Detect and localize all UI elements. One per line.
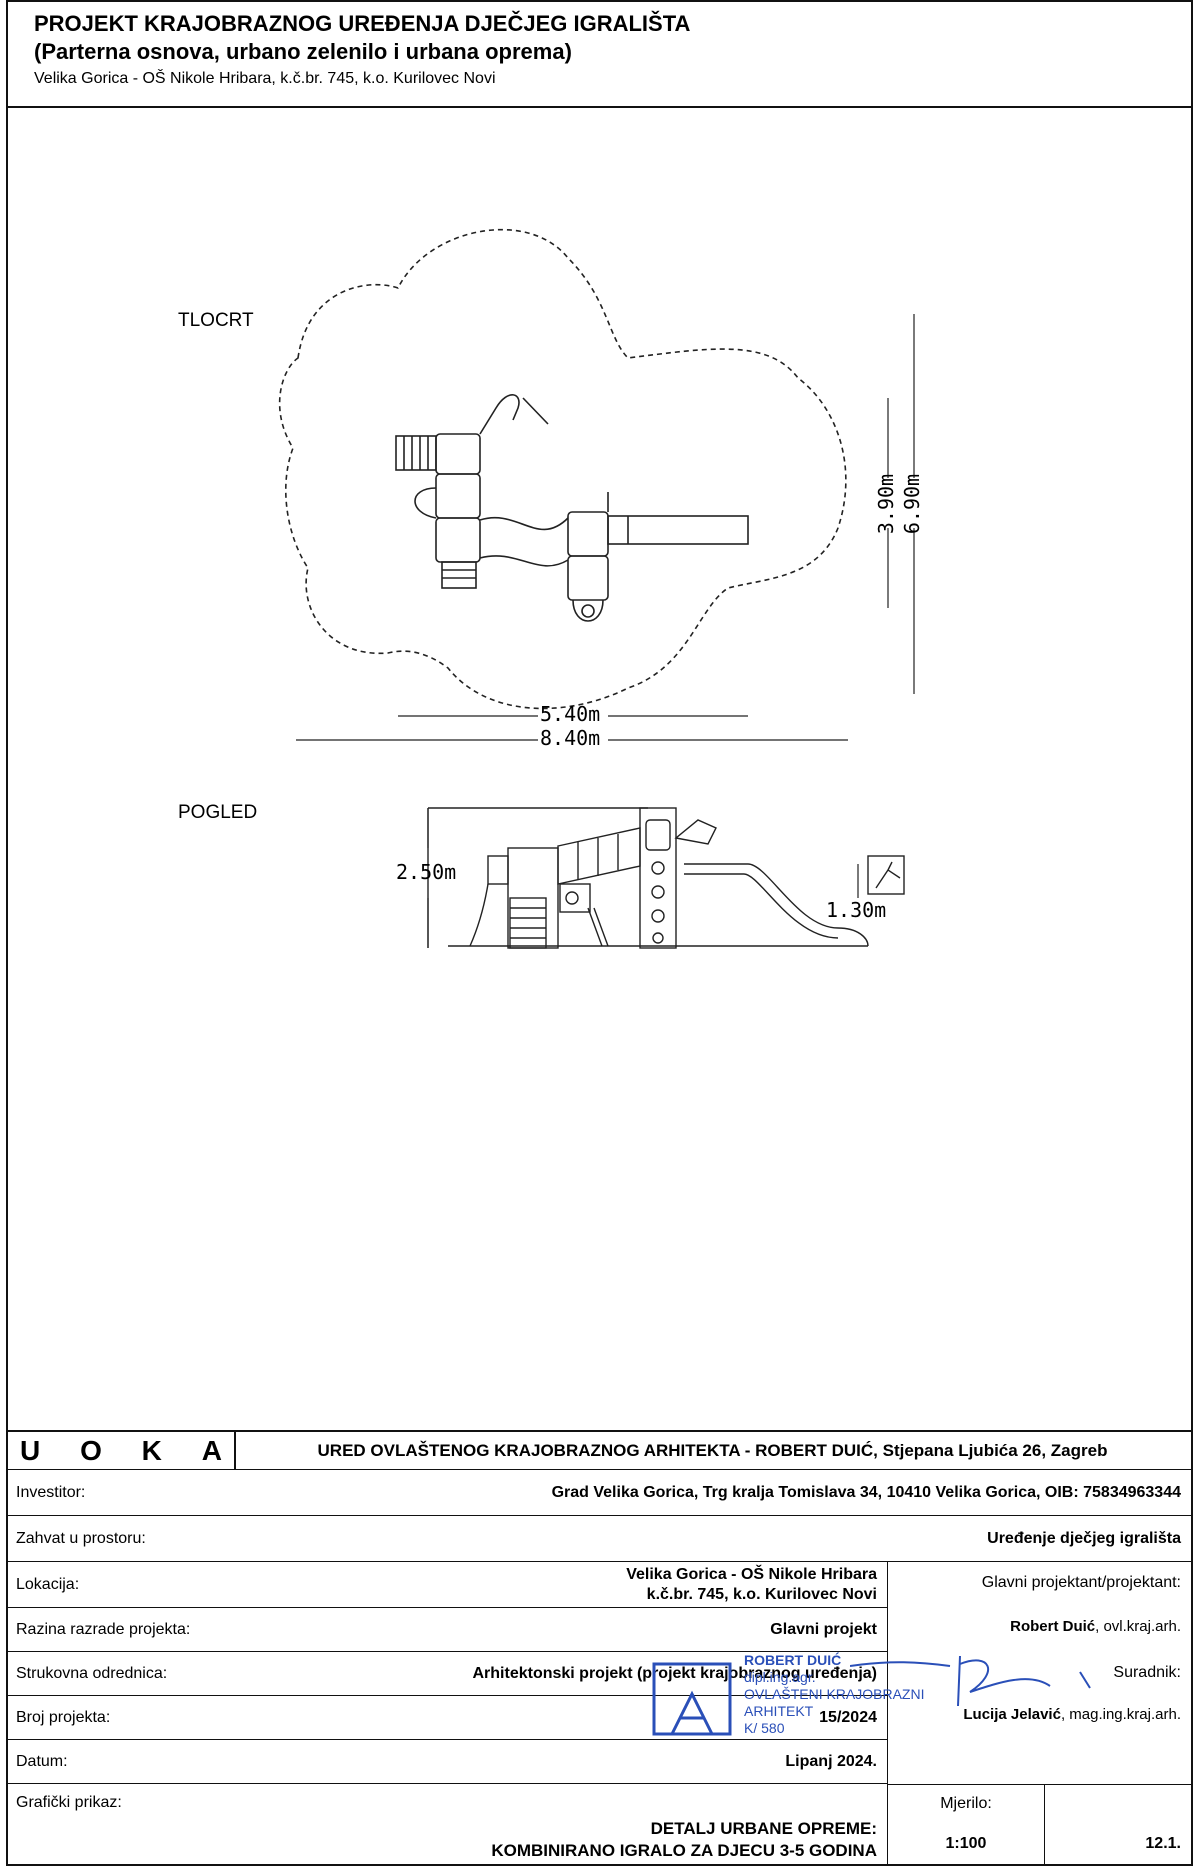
suradnik-name: Lucija Jelavić: [963, 1706, 1061, 1723]
project-subtitle: (Parterna osnova, urbano zelenilo i urba…: [34, 39, 572, 64]
logo-letter-u: U: [20, 1434, 41, 1466]
graficki-value: DETALJ URBANE OPREME: KOMBINIRANO IGRALO…: [491, 1818, 877, 1862]
graficki-value-line2: KOMBINIRANO IGRALO ZA DJECU 3-5 GODINA: [491, 1841, 877, 1860]
view-label: POGLED: [178, 802, 258, 823]
suradnik-line: Lucija Jelavić, mag.ing.kraj.arh.: [963, 1706, 1181, 1723]
suradnik-title: , mag.ing.kraj.arh.: [1060, 1706, 1181, 1723]
tb-lokacija-row: Lokacija: Velika Gorica - OŠ Nikole Hrib…: [8, 1562, 887, 1608]
stamp-logo-icon: [652, 1662, 732, 1736]
investitor-value: Grad Velika Gorica, Trg kralja Tomislava…: [551, 1483, 1181, 1501]
plan-dimension-lines: [296, 314, 915, 741]
projektant-name: Robert Duić: [1010, 1618, 1096, 1635]
dim-plan-outer-depth: 6.90m: [900, 473, 925, 535]
dim-plan-inner-width: 5.40m: [540, 702, 601, 726]
tb-datum-row: Datum: Lipanj 2024.: [8, 1740, 887, 1784]
lokacija-label: Lokacija:: [16, 1575, 80, 1593]
tb-scale-divider: [1044, 1785, 1045, 1864]
projektant-title: , ovl.kraj.arh.: [1095, 1618, 1181, 1635]
plan-label: TLOCRT: [178, 310, 254, 331]
graficki-value-line1: DETALJ URBANE OPREME:: [650, 1819, 877, 1838]
stamp-line-2: dipl.ing.agr.: [744, 1669, 816, 1685]
datum-label: Datum:: [16, 1752, 68, 1770]
logo-letter-o: O: [80, 1434, 102, 1466]
razina-value: Glavni projekt: [770, 1620, 877, 1638]
plan-equipment: [395, 394, 749, 622]
project-title: PROJEKT KRAJOBRAZNOG UREĐENJA DJEČJEG IG…: [34, 11, 691, 36]
mjerilo-value: 1:100: [945, 1835, 987, 1852]
broj-value: 15/2024: [819, 1708, 877, 1726]
tb-broj-row: Broj projekta: 15/2024: [8, 1696, 887, 1740]
stamp-line-3: OVLAŠTENI KRAJOBRAZNI: [744, 1686, 925, 1702]
strukovna-label: Strukovna odrednica:: [16, 1664, 168, 1682]
architect-stamp: ROBERT DUIĆ dipl.ing.agr. OVLAŠTENI KRAJ…: [650, 1652, 1091, 1772]
safety-zone-outline: [278, 228, 847, 710]
tb-left-column: Lokacija: Velika Gorica - OŠ Nikole Hrib…: [8, 1562, 888, 1866]
projektant-line: Robert Duić, ovl.kraj.arh.: [1010, 1618, 1181, 1635]
tb-office-row: U O K A URED OVLAŠTENOG KRAJOBRAZNOG ARH…: [8, 1432, 1191, 1470]
sheet-header: PROJEKT KRAJOBRAZNOG UREĐENJA DJEČJEG IG…: [8, 2, 1191, 108]
logo-letter-a: A: [201, 1434, 222, 1466]
drawing-sheet: PROJEKT KRAJOBRAZNOG UREĐENJA DJEČJEG IG…: [6, 0, 1193, 1866]
project-location: Velika Gorica - OŠ Nikole Hribara, k.č.b…: [34, 70, 496, 87]
lokacija-value: Velika Gorica - OŠ Nikole Hribara k.č.br…: [626, 1562, 877, 1607]
dim-plan-outer-width: 8.40m: [540, 726, 601, 750]
graficki-label: Grafički prikaz:: [16, 1794, 122, 1811]
tb-right-column: Glavni projektant/projektant: Robert Dui…: [888, 1562, 1191, 1784]
projektant-label: Glavni projektant/projektant:: [981, 1574, 1181, 1591]
zahvat-label: Zahvat u prostoru:: [16, 1529, 146, 1547]
suradnik-label: Suradnik:: [1113, 1664, 1181, 1681]
office-name: URED OVLAŠTENOG KRAJOBRAZNOG ARHITEKTA -…: [317, 1440, 1108, 1460]
stamp-text: ROBERT DUIĆ dipl.ing.agr. OVLAŠTENI KRAJ…: [744, 1652, 924, 1737]
view-equipment: [427, 807, 905, 949]
drawing-area: TLOCRT POGLED 5.40m 8.40m 3.90m 6.90m 2.…: [8, 108, 1191, 1428]
tb-zahvat-row: Zahvat u prostoru: Uređenje dječjeg igra…: [8, 1516, 1191, 1562]
signature-mark: [850, 1655, 1091, 1707]
lokacija-value-line1: Velika Gorica - OŠ Nikole Hribara: [626, 1565, 877, 1583]
uoka-logo: U O K A: [8, 1432, 236, 1469]
strukovna-value: Arhitektonski projekt (projekt krajobraz…: [472, 1664, 877, 1682]
view-dimension-lines: [427, 808, 859, 948]
razina-label: Razina razrade projekta:: [16, 1620, 191, 1638]
logo-letter-k: K: [141, 1434, 162, 1466]
tb-razina-row: Razina razrade projekta: Glavni projekt: [8, 1608, 887, 1652]
lokacija-value-line2: k.č.br. 745, k.o. Kurilovec Novi: [646, 1585, 877, 1603]
investitor-label: Investitor:: [16, 1483, 86, 1501]
stamp-line-5: K/ 580: [744, 1720, 785, 1736]
dim-view-height: 2.50m: [396, 860, 457, 884]
title-block: U O K A URED OVLAŠTENOG KRAJOBRAZNOG ARH…: [8, 1430, 1191, 1866]
tb-strukovna-row: Strukovna odrednica: Arhitektonski proje…: [8, 1652, 887, 1696]
tb-scale-area: Mjerilo: 1:100 12.1.: [888, 1784, 1191, 1864]
sheet-number: 12.1.: [1145, 1835, 1181, 1852]
technical-drawing: [278, 228, 915, 949]
tb-investitor-row: Investitor: Grad Velika Gorica, Trg kral…: [8, 1470, 1191, 1516]
dim-plan-inner-depth: 3.90m: [874, 473, 899, 535]
stamp-line-1: ROBERT DUIĆ: [744, 1652, 842, 1668]
tb-graficki-row: Grafički prikaz: DETALJ URBANE OPREME: K…: [8, 1784, 887, 1866]
stamp-line-4: ARHITEKT: [744, 1703, 814, 1719]
datum-value: Lipanj 2024.: [785, 1752, 877, 1770]
dim-view-platform-height: 1.30m: [826, 898, 887, 922]
zahvat-value: Uređenje dječjeg igrališta: [987, 1529, 1181, 1547]
broj-label: Broj projekta:: [16, 1708, 111, 1726]
mjerilo-label: Mjerilo:: [940, 1795, 992, 1812]
